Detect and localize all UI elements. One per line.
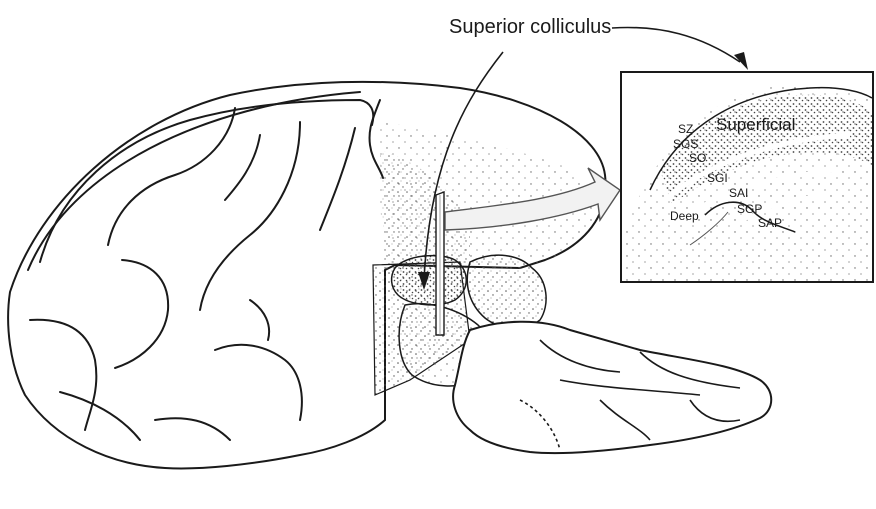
- inset-layer-sgi: SGI: [707, 171, 728, 185]
- inset-layer-so: SO: [689, 151, 706, 165]
- inset-pointer-arrowhead: [734, 52, 748, 70]
- inset-deep-label: Deep: [670, 209, 699, 223]
- inferior-colliculus-lump: [467, 255, 546, 328]
- inset-pointer-arrow: [612, 27, 740, 62]
- inset-layer-sai: SAI: [729, 186, 748, 200]
- inset-superficial-label: Superficial: [716, 115, 795, 134]
- inset-panel: Superficial SZ SGS SO SGI SAI Deep SGP S…: [621, 72, 873, 282]
- inset-layer-sgp: SGP: [737, 202, 762, 216]
- inset-layer-sz: SZ: [678, 122, 693, 136]
- inset-layer-sgs: SGS: [673, 137, 698, 151]
- superior-colliculus-label: Superior colliculus: [449, 16, 611, 38]
- superior-colliculus-lump: [392, 256, 467, 305]
- electrode: [436, 192, 444, 335]
- inset-layer-sap: SAP: [758, 216, 782, 230]
